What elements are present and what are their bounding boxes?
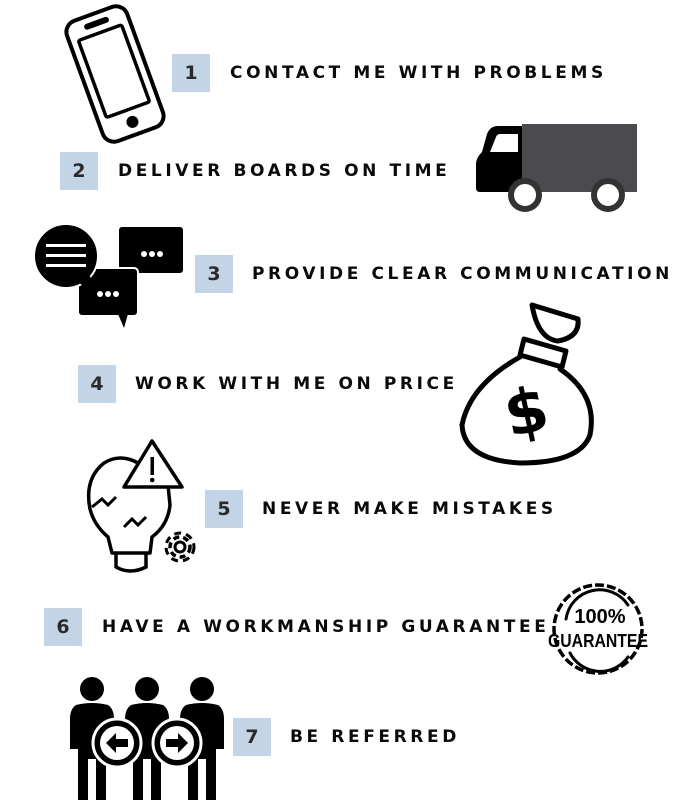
step-number: 3 bbox=[195, 255, 233, 293]
step-label: BE REFERRED bbox=[290, 727, 460, 747]
badge-bottom-text: GUARANTEE bbox=[548, 631, 648, 651]
step-number: 1 bbox=[172, 54, 210, 92]
step-label: PROVIDE CLEAR COMMUNICATION bbox=[252, 264, 673, 284]
delivery-truck-icon bbox=[470, 118, 645, 218]
step-number: 5 bbox=[205, 490, 243, 528]
badge-top-text: 100% bbox=[574, 606, 625, 628]
step-number: 7 bbox=[233, 718, 271, 756]
step-number: 2 bbox=[60, 152, 98, 190]
step-label: CONTACT ME WITH PROBLEMS bbox=[230, 63, 607, 83]
step-label: HAVE A WORKMANSHIP GUARANTEE bbox=[102, 617, 550, 637]
step-number: 6 bbox=[44, 608, 82, 646]
smartphone-icon bbox=[55, 2, 175, 147]
money-bag-icon: $ bbox=[450, 295, 600, 470]
chat-bubbles-icon bbox=[30, 220, 190, 330]
step-label: NEVER MAKE MISTAKES bbox=[262, 499, 557, 519]
guarantee-badge-icon: 100% GUARANTEE bbox=[542, 577, 654, 682]
step-label: DELIVER BOARDS ON TIME bbox=[118, 161, 451, 181]
svg-text:$: $ bbox=[498, 371, 555, 451]
broken-lightbulb-warning-icon bbox=[80, 435, 210, 580]
step-label: WORK WITH ME ON PRICE bbox=[135, 374, 458, 394]
referral-people-icon bbox=[62, 675, 232, 800]
step-number: 4 bbox=[78, 365, 116, 403]
